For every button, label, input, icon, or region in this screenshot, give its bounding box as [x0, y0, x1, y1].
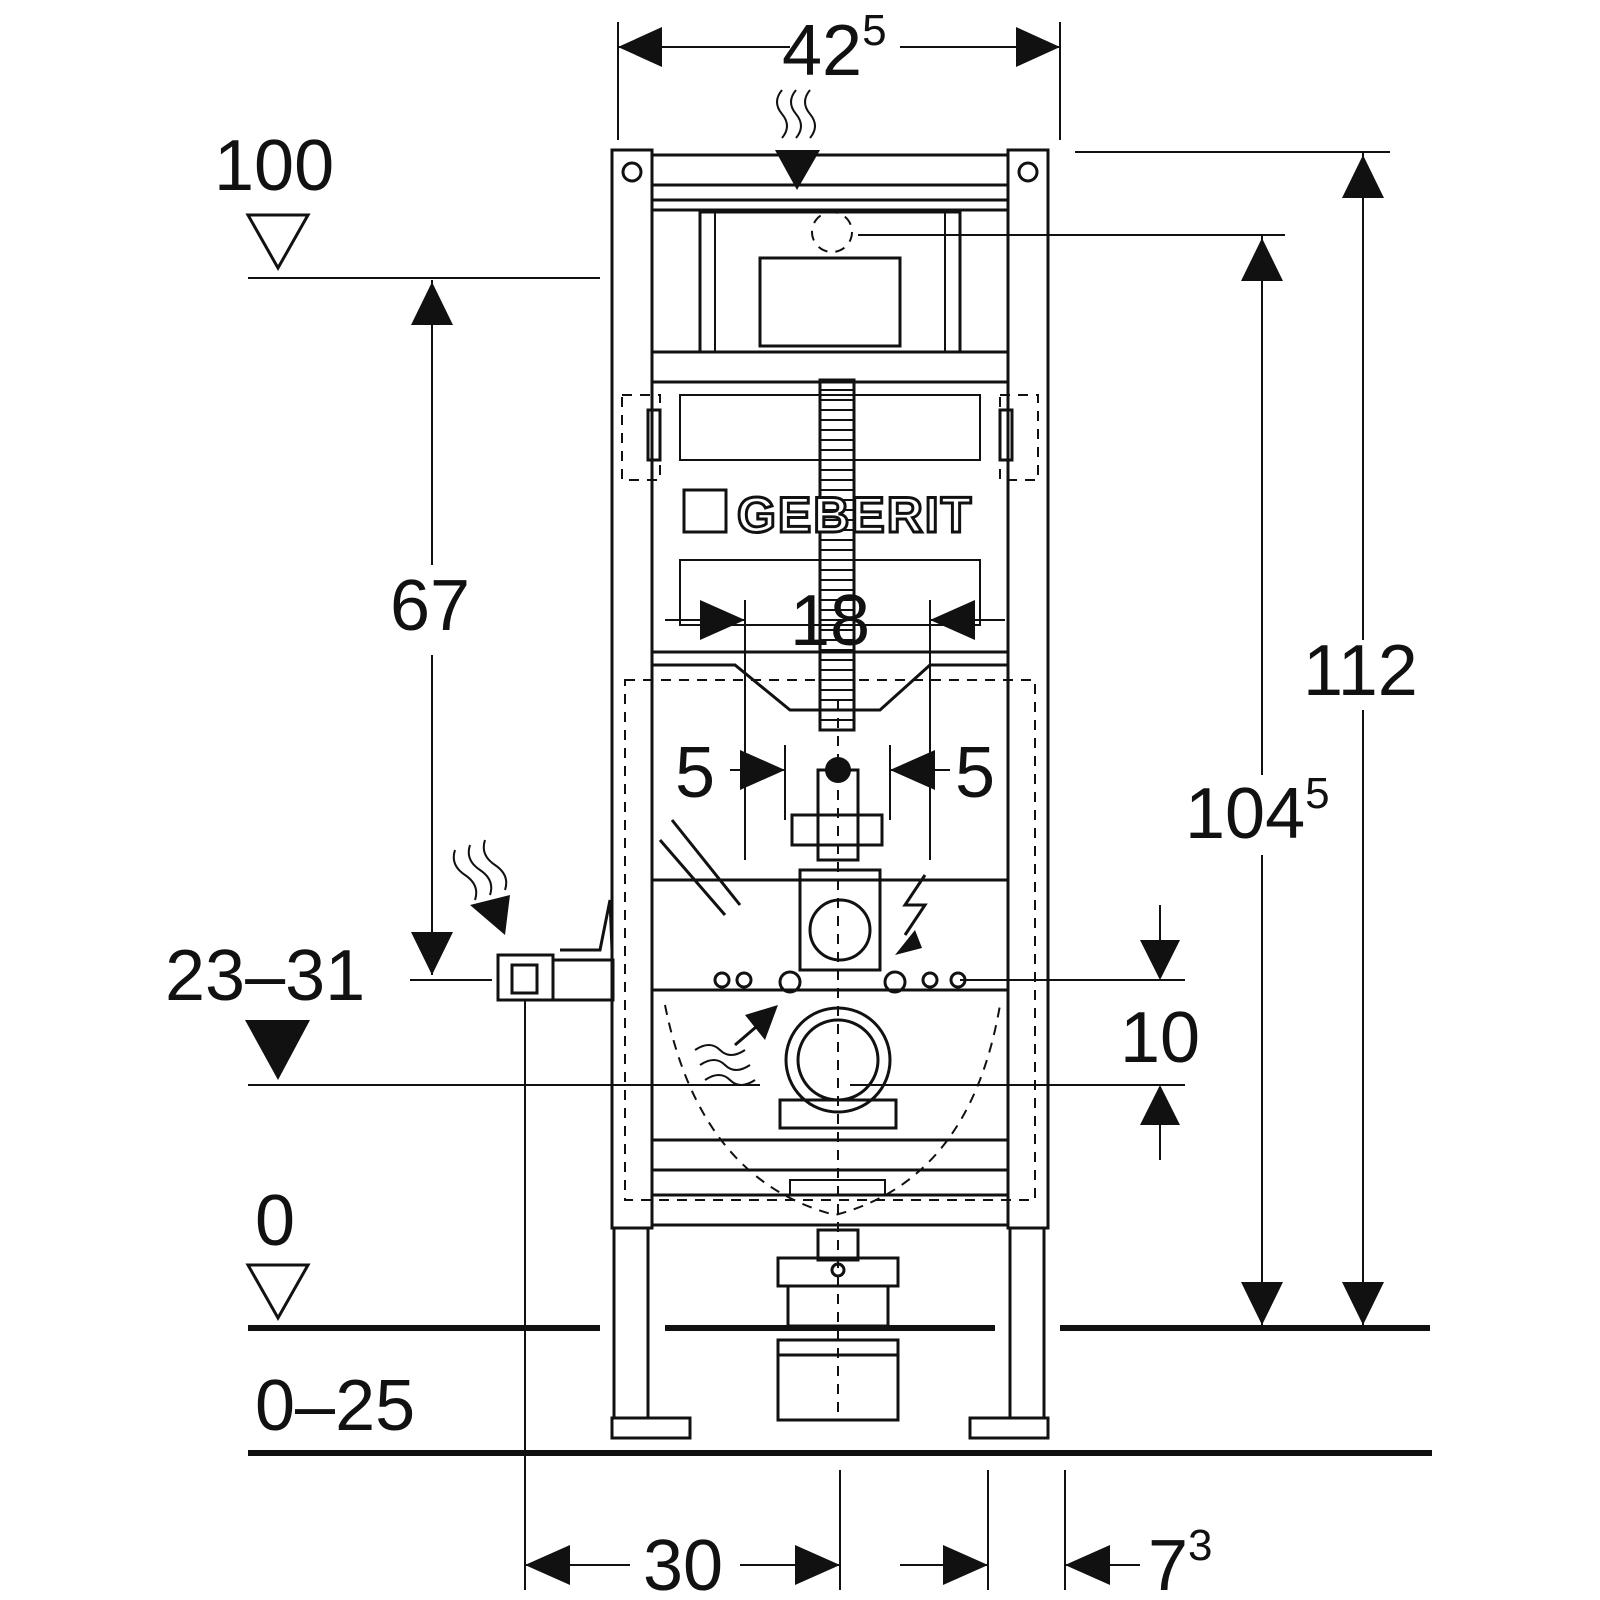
dimension-frame-width: 425: [617, 6, 1061, 140]
svg-text:73: 73: [1148, 1521, 1213, 1600]
svg-text:10: 10: [1120, 998, 1200, 1078]
electrical-icon: [895, 874, 928, 955]
svg-text:0–25: 0–25: [255, 1366, 415, 1446]
svg-text:100: 100: [214, 126, 334, 206]
svg-text:18: 18: [790, 581, 870, 661]
ventilation-icon-side: [452, 839, 510, 935]
dimension-height-67: 67: [390, 280, 470, 975]
svg-text:112: 112: [1303, 631, 1418, 711]
dimension-height-112: 112: [1075, 151, 1418, 1325]
brand-logo: GEBERIT: [682, 486, 973, 545]
svg-text:0: 0: [255, 1181, 295, 1261]
dimension-range-0-25: 0–25: [255, 1366, 415, 1446]
frame-structure: [496, 148, 1050, 1440]
svg-text:5: 5: [675, 733, 715, 813]
svg-text:67: 67: [390, 566, 470, 646]
ventilation-icon-bowl: [694, 1005, 778, 1086]
dimension-offset-5: 5 5: [675, 733, 995, 820]
dimension-height-104-5: 1045: [858, 234, 1330, 1325]
dimension-spacing-10: 10: [960, 905, 1200, 1160]
svg-text:23–31: 23–31: [165, 936, 365, 1016]
level-marker-100: 100: [214, 126, 600, 279]
ventilation-icon-top: [775, 89, 820, 190]
svg-text:425: 425: [782, 6, 887, 91]
floor-lines: [248, 1325, 1432, 1456]
level-marker-0: 0: [245, 1181, 311, 1322]
dimension-bottom: 30 73: [524, 1000, 1213, 1600]
svg-text:30: 30: [643, 1526, 723, 1600]
dimension-spacing-18: 18: [665, 581, 1005, 860]
brand-logo-text: GEBERIT: [737, 487, 973, 543]
dimension-range-23-31: 23–31: [165, 936, 1185, 1086]
svg-text:1045: 1045: [1185, 769, 1330, 854]
svg-text:5: 5: [955, 733, 995, 813]
